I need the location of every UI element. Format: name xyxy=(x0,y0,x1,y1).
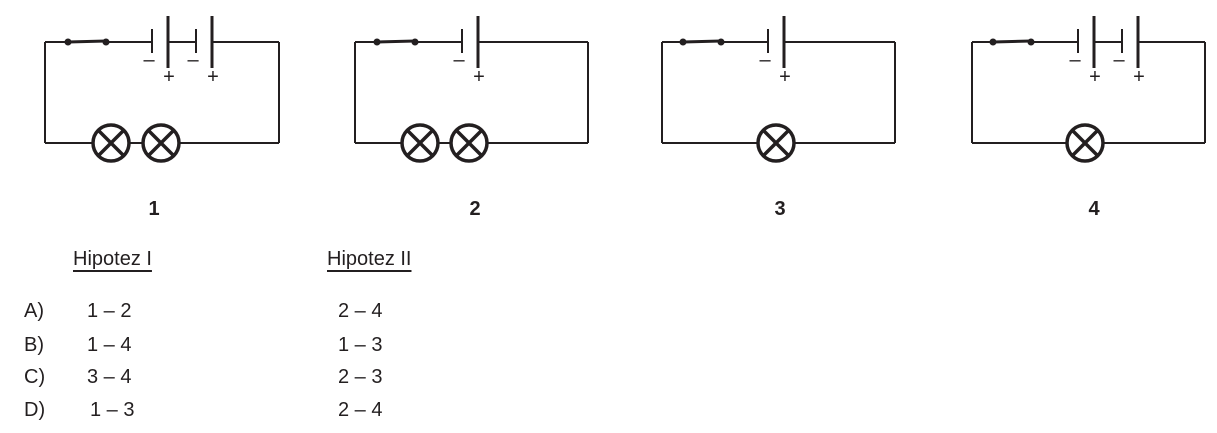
switch xyxy=(373,38,419,46)
circuit-3: –+ xyxy=(661,16,896,163)
lamp-icon xyxy=(141,123,181,163)
plus-sign: + xyxy=(163,66,175,88)
plus-sign: + xyxy=(1089,66,1101,88)
circuit-2-label: 2 xyxy=(469,198,481,220)
option-letter: D) xyxy=(24,399,46,421)
lamp-icon xyxy=(1065,123,1105,163)
circuit-1: –+–+ xyxy=(44,16,280,163)
battery-cell: –+ xyxy=(1113,16,1145,88)
hypothesis-2-header: Hipotez II xyxy=(327,248,412,270)
plus-sign: + xyxy=(779,66,791,88)
plus-sign: + xyxy=(207,66,219,88)
minus-sign: – xyxy=(1113,49,1125,71)
lamp-icon xyxy=(400,123,440,163)
switch xyxy=(989,38,1035,46)
minus-sign: – xyxy=(143,49,155,71)
battery-cell: –+ xyxy=(187,16,219,88)
circuit-4-label: 4 xyxy=(1088,198,1100,220)
plus-sign: + xyxy=(473,66,485,88)
option-hypothesis-2: 2 – 4 xyxy=(338,399,383,421)
battery-cell: –+ xyxy=(453,16,485,88)
option-hypothesis-2: 1 – 3 xyxy=(338,334,383,356)
option-hypothesis-2: 2 – 3 xyxy=(338,366,383,388)
battery-cell: –+ xyxy=(1069,16,1101,88)
circuit-3-label: 3 xyxy=(774,198,786,220)
option-hypothesis-1: 1 – 3 xyxy=(90,399,135,421)
circuits-diagram: –+–+–+–+–+–+ xyxy=(44,16,1206,163)
option-letter: B) xyxy=(24,334,44,356)
lamp-icon xyxy=(756,123,796,163)
minus-sign: – xyxy=(759,49,771,71)
switch xyxy=(64,38,110,46)
option-letter: A) xyxy=(24,300,44,322)
lamp-icon xyxy=(91,123,131,163)
battery-cell: –+ xyxy=(143,16,175,88)
circuit-1-label: 1 xyxy=(148,198,160,220)
option-hypothesis-1: 1 – 2 xyxy=(87,300,132,322)
option-hypothesis-2: 2 – 4 xyxy=(338,300,383,322)
option-letter: C) xyxy=(24,366,46,388)
plus-sign: + xyxy=(1133,66,1145,88)
minus-sign: – xyxy=(453,49,465,71)
switch xyxy=(679,38,725,46)
battery-cell: –+ xyxy=(759,16,791,88)
lamp-icon xyxy=(449,123,489,163)
option-hypothesis-1: 3 – 4 xyxy=(87,366,132,388)
minus-sign: – xyxy=(1069,49,1081,71)
minus-sign: – xyxy=(187,49,199,71)
circuit-4: –+–+ xyxy=(971,16,1206,163)
circuit-2: –+ xyxy=(354,16,589,163)
hypothesis-1-header: Hipotez I xyxy=(73,248,152,270)
option-hypothesis-1: 1 – 4 xyxy=(87,334,132,356)
